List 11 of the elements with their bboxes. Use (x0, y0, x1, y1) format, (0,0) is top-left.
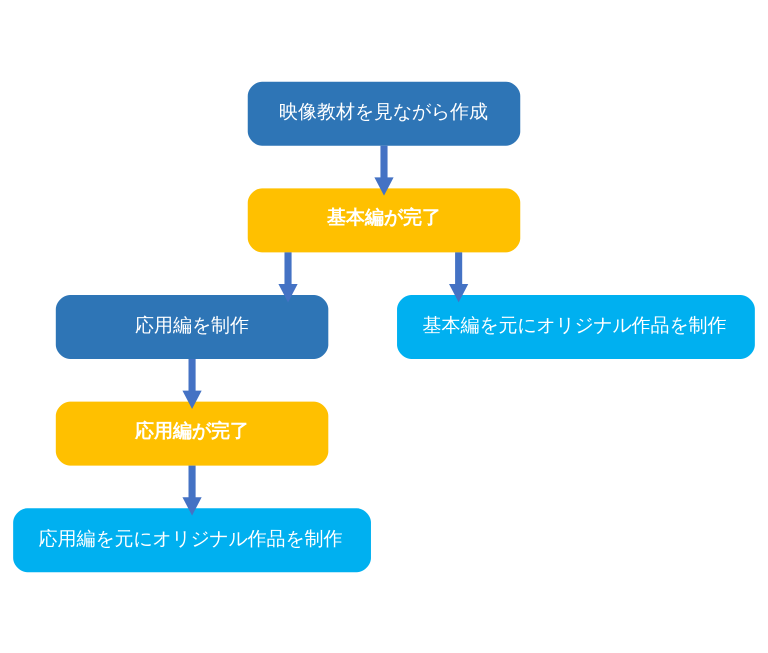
node-box: 映像教材を見ながら作成 (248, 81, 520, 146)
node-box: 応用編が完了 (56, 401, 328, 466)
node-box: 応用編を制作 (56, 294, 328, 358)
node-box: 基本編が完了 (248, 188, 520, 252)
arrow (449, 252, 468, 302)
arrow (374, 145, 394, 196)
node-box: 応用編を元にオリジナル作品を制作 (13, 508, 371, 572)
arrow (278, 252, 298, 302)
node-box: 基本編を元にオリジナル作品を制作 (397, 294, 755, 358)
arrow (182, 358, 202, 408)
arrow (182, 465, 202, 516)
